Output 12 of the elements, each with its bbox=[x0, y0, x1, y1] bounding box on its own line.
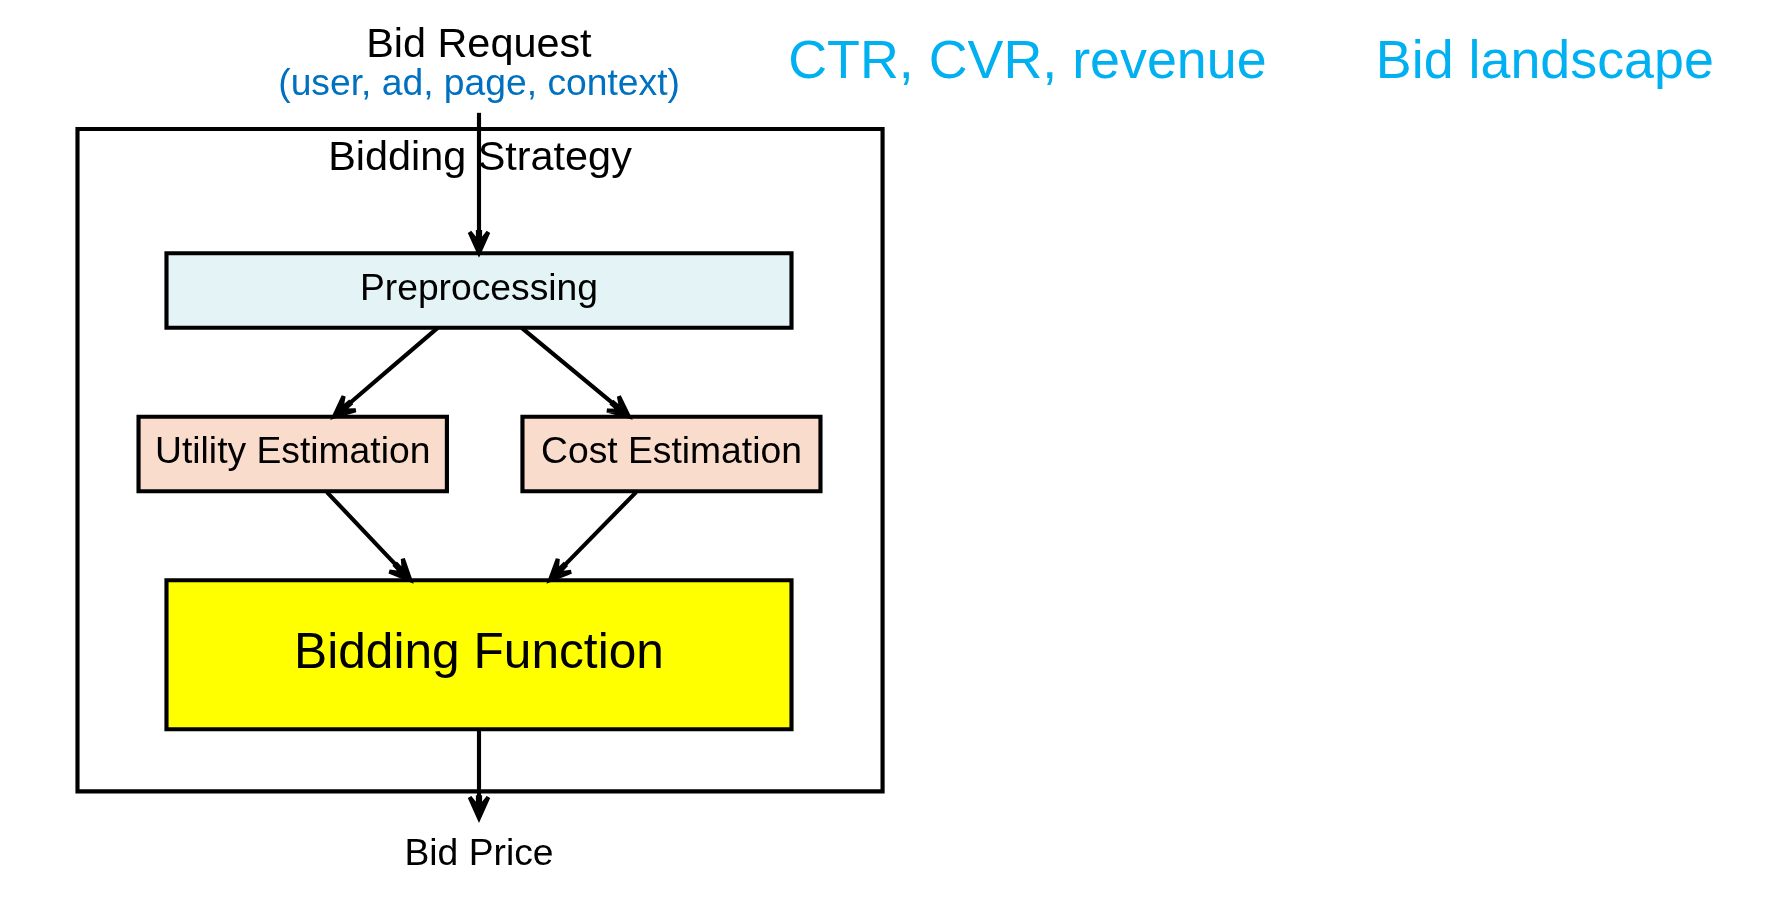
label: Bid landscape bbox=[1375, 28, 1714, 89]
node-text: Bid Request (user, ad, page, context) bbox=[277, 19, 680, 103]
arrow bbox=[324, 490, 412, 582]
arrow bbox=[547, 490, 638, 582]
arrow bbox=[467, 112, 490, 255]
node-box: Utility Estimation bbox=[135, 414, 449, 493]
node-box: Preprocessing bbox=[163, 250, 794, 330]
label: CTR, CVR, revenue bbox=[787, 28, 1267, 89]
node-text: Bid Price bbox=[403, 830, 554, 873]
node-box: Bidding Function bbox=[163, 577, 794, 731]
node-box: Cost Estimation bbox=[519, 414, 823, 493]
arrow bbox=[467, 728, 490, 820]
